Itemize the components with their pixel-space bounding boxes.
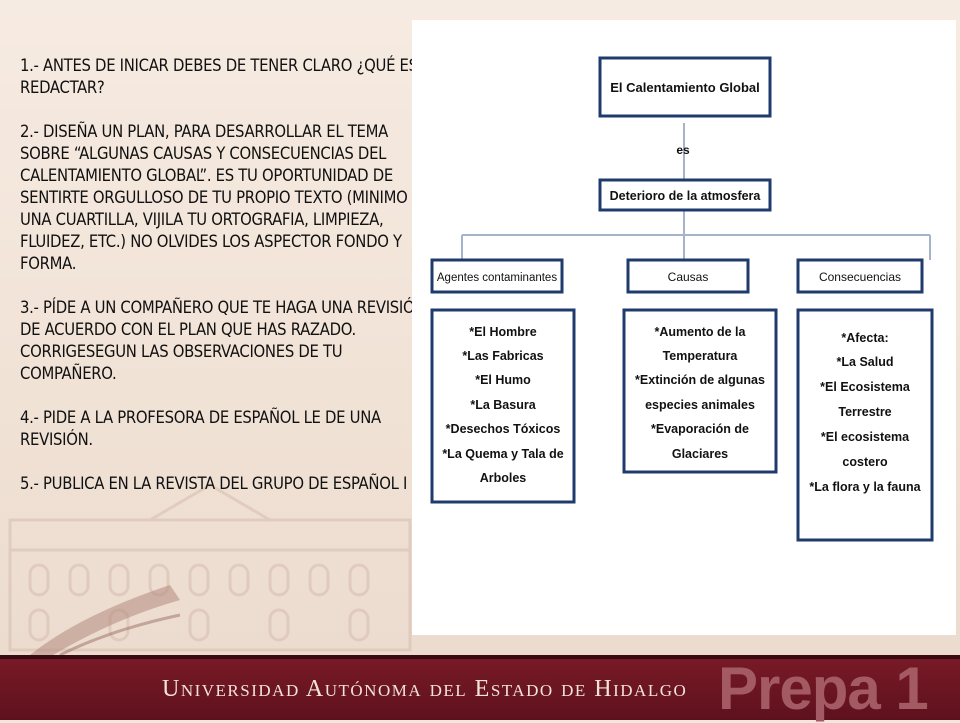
instruction-4: 4.- PIDE A LA PROFESORA DE ESPAÑOL LE DE… <box>20 408 381 449</box>
building-watermark <box>8 483 412 652</box>
consecuencias-item-3: *El Ecosistema <box>820 380 911 394</box>
university-name: Universidad Autónoma del Estado de Hidal… <box>162 676 688 702</box>
feather-decoration <box>30 585 181 660</box>
branch-items-box-consecuencias <box>796 308 934 542</box>
prepa-logo: Prepa 1 <box>718 655 929 722</box>
agentes-item-7: Arboles <box>480 471 527 485</box>
consecuencias-item-1: *Afecta: <box>841 331 888 345</box>
middle-label: Deterioro de la atmosfera <box>610 189 762 203</box>
causas-item-1: *Aumento de la <box>655 325 747 339</box>
consecuencias-item-5: *El ecosistema <box>821 430 910 444</box>
instruction-1: 1.- ANTES DE INICAR DEBES DE TENER CLARO… <box>20 56 418 97</box>
agentes-item-5: *Desechos Tóxicos <box>446 422 561 436</box>
branch-title-box-consecuencias <box>796 258 924 294</box>
branch-title-box-agentes <box>430 258 564 294</box>
agentes-item-4: *La Basura <box>470 398 536 412</box>
middle-box <box>598 178 772 212</box>
footer-divider <box>0 655 960 659</box>
agentes-item-2: *Las Fabricas <box>462 349 543 363</box>
agentes-item-3: *El Humo <box>475 373 531 387</box>
consecuencias-item-2: *La Salud <box>837 355 894 369</box>
branch-items-box-agentes <box>430 308 576 504</box>
branch-title-box-causas <box>626 258 750 294</box>
causas-item-6: Glaciares <box>672 447 728 461</box>
root-label: El Calentamiento Global <box>610 80 760 95</box>
instruction-2: 2.- DISEÑA UN PLAN, PARA DESARROLLAR EL … <box>20 122 408 273</box>
concept-map-panel: El Calentamiento Global es Deterioro de … <box>412 20 956 635</box>
instruction-3: 3.- PÍDE A UN COMPAÑERO QUE TE HAGA UNA … <box>20 298 426 383</box>
footer-bar <box>0 655 960 720</box>
branch-items-box-causas <box>622 308 778 474</box>
consecuencias-item-7: *La flora y la fauna <box>809 480 921 494</box>
instruction-5: 5.- PUBLICA EN LA REVISTA DEL GRUPO DE E… <box>20 474 408 493</box>
causas-item-4: especies animales <box>645 398 755 412</box>
branch-title-causas: Causas <box>668 270 709 284</box>
branch-title-agentes: Agentes contaminantes <box>437 272 557 284</box>
consecuencias-item-4: Terrestre <box>838 405 891 419</box>
concept-map: El Calentamiento Global es Deterioro de … <box>430 56 934 542</box>
agentes-item-1: *El Hombre <box>469 325 536 339</box>
causas-item-5: *Evaporación de <box>651 422 749 436</box>
root-box <box>598 56 772 118</box>
instructions-text: 1.- ANTES DE INICAR DEBES DE TENER CLARO… <box>20 55 430 517</box>
causas-item-3: *Extinción de algunas <box>635 373 765 387</box>
causas-item-2: Temperatura <box>663 349 739 363</box>
branch-title-consecuencias: Consecuencias <box>819 270 901 284</box>
consecuencias-item-6: costero <box>842 455 888 469</box>
connector-label: es <box>676 143 690 157</box>
agentes-item-6: *La Quema y Tala de <box>442 447 563 461</box>
